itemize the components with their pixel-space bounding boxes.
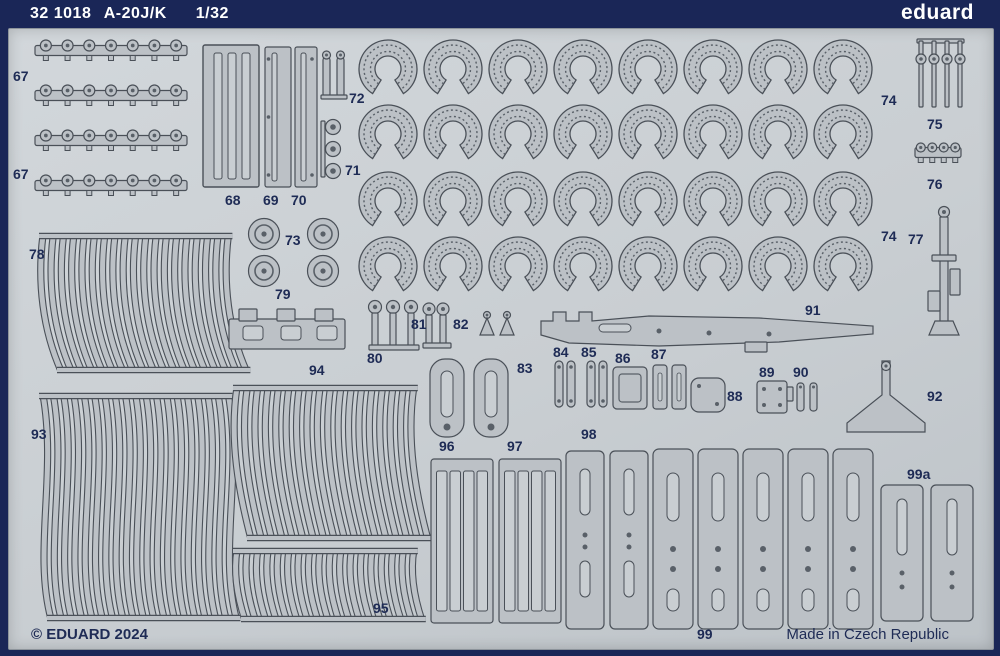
- part-label-86: 86: [615, 350, 631, 366]
- part-94-comb: [230, 384, 432, 542]
- part-label-77: 77: [908, 231, 924, 247]
- part-label-73: 73: [285, 232, 301, 248]
- part-label-84: 84: [553, 344, 569, 360]
- part-74-cowl-fans: [358, 39, 873, 292]
- model-name: A-20J/K: [103, 5, 167, 22]
- part-82-clips: [479, 310, 515, 336]
- part-label-72: 72: [349, 90, 365, 106]
- part-76-hinge: [914, 142, 962, 163]
- part-label-88: 88: [727, 388, 743, 404]
- part-83-paddles: [429, 358, 509, 438]
- part-label-67-2: 67: [13, 166, 29, 182]
- part-label-82: 82: [453, 316, 469, 332]
- copyright-text: © EDUARD 2024: [31, 626, 148, 643]
- part-93-comb: [39, 392, 241, 622]
- part-label-91: 91: [805, 302, 821, 318]
- part-97-grille: [498, 458, 562, 624]
- part-label-93: 93: [31, 426, 47, 442]
- made-in-text: Made in Czech Republic: [786, 626, 949, 643]
- part-label-74-2: 74: [881, 228, 897, 244]
- part-label-67: 67: [13, 68, 29, 84]
- part-68-ladder: [202, 44, 260, 188]
- part-label-99a: 99a: [907, 466, 931, 482]
- part-label-94: 94: [309, 362, 325, 378]
- part-92-support: [846, 360, 926, 433]
- scale-label: 1/32: [195, 5, 229, 22]
- catalog-number: 32 1018: [30, 5, 92, 22]
- part-label-80: 80: [367, 350, 383, 366]
- part-85-links: [586, 360, 608, 408]
- part-72-pins: [320, 50, 348, 100]
- part-71-rings: [320, 118, 342, 180]
- eduard-logo: eduard: [900, 1, 974, 24]
- part-84-links: [554, 360, 576, 408]
- part-label-81: 81: [411, 316, 427, 332]
- part-73-reels: [247, 217, 340, 288]
- part-label-92: 92: [927, 388, 943, 404]
- part-98-plates: [565, 450, 649, 630]
- photo-etch-fret: 67 67 68 69 70 71 72 73 74 74 75 76 77 78 79 80 81 82 83 84…: [8, 28, 994, 650]
- part-label-70: 70: [291, 192, 307, 208]
- part-label-68: 68: [225, 192, 241, 208]
- part-77-mast: [927, 205, 961, 336]
- part-90-pins: [796, 382, 818, 412]
- part-label-98: 98: [581, 426, 597, 442]
- part-label-69: 69: [263, 192, 279, 208]
- part-label-76: 76: [927, 176, 943, 192]
- top-banner: 32 1018 A-20J/K 1/32 eduard: [0, 0, 1000, 28]
- part-70-strip: [294, 46, 318, 188]
- sheet-title: 32 1018 A-20J/K 1/32: [30, 5, 237, 23]
- part-75-pins: [915, 38, 966, 108]
- part-label-96: 96: [439, 438, 455, 454]
- part-label-74: 74: [881, 92, 897, 108]
- part-99-doors: [652, 448, 874, 630]
- part-label-87: 87: [651, 346, 667, 362]
- part-label-71: 71: [345, 162, 361, 178]
- part-91-walkway: [540, 311, 874, 353]
- part-80-keys: [367, 299, 420, 351]
- part-label-99: 99: [697, 626, 713, 642]
- part-89-box: [756, 380, 794, 414]
- part-69-strip: [264, 46, 292, 188]
- part-81-keys: [422, 302, 452, 349]
- part-79-bracket: [228, 308, 346, 350]
- part-96-grille: [430, 458, 494, 624]
- part-87-brackets: [652, 364, 687, 410]
- fret-parts-graphic: [34, 38, 974, 630]
- part-86-plate: [612, 366, 648, 410]
- part-78-comb: [37, 232, 251, 374]
- part-label-78: 78: [29, 246, 45, 262]
- part-99a-doors: [880, 484, 974, 622]
- part-label-90: 90: [793, 364, 809, 380]
- part-label-95: 95: [373, 600, 389, 616]
- part-label-75: 75: [927, 116, 943, 132]
- part-label-85: 85: [581, 344, 597, 360]
- part-label-97: 97: [507, 438, 523, 454]
- part-label-83: 83: [517, 360, 533, 376]
- part-95-comb: [231, 547, 426, 623]
- part-67-hinge-strips: [34, 39, 188, 196]
- part-88-plate: [690, 377, 726, 413]
- part-label-79: 79: [275, 286, 291, 302]
- part-labels-layer: 67 67 68 69 70 71 72 73 74 74 75 76 77 78 79 80 81 82 83 84…: [9, 29, 993, 649]
- part-label-89: 89: [759, 364, 775, 380]
